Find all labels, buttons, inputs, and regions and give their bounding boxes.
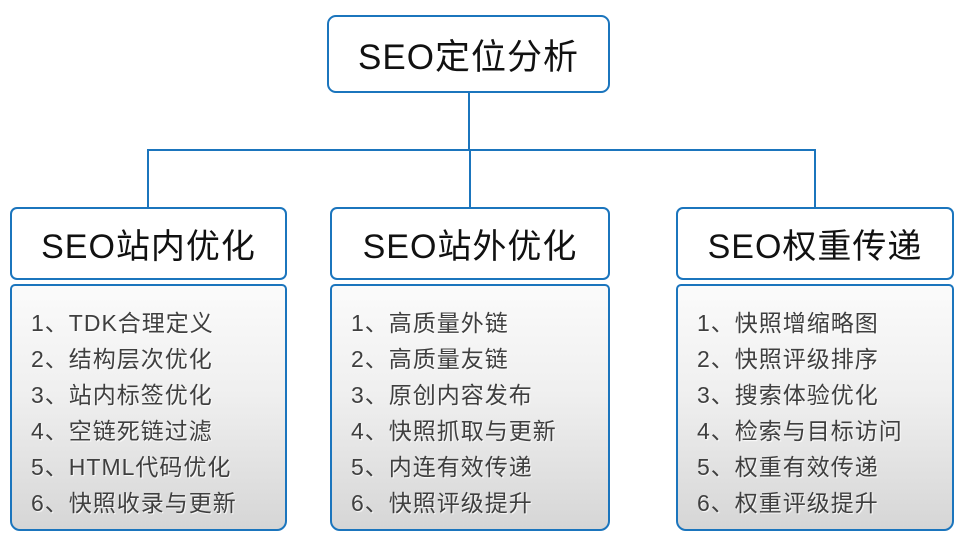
column-body: 1、TDK合理定义 2、结构层次优化 3、站内标签优化 4、空链死链过滤 5、H…: [10, 284, 287, 531]
connector-drop-right: [814, 149, 816, 209]
list-item: 1、TDK合理定义: [31, 310, 214, 336]
list-item: 4、检索与目标访问: [697, 418, 903, 444]
list-item: 6、快照评级提升: [351, 490, 533, 516]
column-weight-transfer: SEO权重传递 1、快照增缩略图 2、快照评级排序 3、搜索体验优化 4、检索与…: [676, 207, 954, 531]
list-item: 3、搜索体验优化: [697, 382, 879, 408]
connector-drop-center: [469, 149, 471, 209]
connector-horizontal-rail: [147, 149, 816, 151]
column-body: 1、快照增缩略图 2、快照评级排序 3、搜索体验优化 4、检索与目标访问 5、权…: [676, 284, 954, 531]
list-item: 5、HTML代码优化: [31, 454, 232, 480]
root-box: SEO定位分析: [327, 15, 610, 93]
list-item: 2、高质量友链: [351, 346, 509, 372]
column-body: 1、高质量外链 2、高质量友链 3、原创内容发布 4、快照抓取与更新 5、内连有…: [330, 284, 610, 531]
column-title: SEO站内优化: [41, 228, 256, 266]
list-item: 3、站内标签优化: [31, 382, 213, 408]
list-item: 6、快照收录与更新: [31, 490, 237, 516]
list-item: 1、高质量外链: [351, 310, 509, 336]
list-item: 2、结构层次优化: [31, 346, 213, 372]
column-title: SEO权重传递: [707, 228, 923, 266]
root-box-label: SEO定位分析: [358, 37, 579, 77]
column-header: SEO权重传递: [676, 207, 954, 280]
list-item: 5、内连有效传递: [351, 454, 533, 480]
list-item: 5、权重有效传递: [697, 454, 879, 480]
column-onsite-optimization: SEO站内优化 1、TDK合理定义 2、结构层次优化 3、站内标签优化 4、空链…: [10, 207, 287, 531]
column-header: SEO站内优化: [10, 207, 287, 280]
column-offsite-optimization: SEO站外优化 1、高质量外链 2、高质量友链 3、原创内容发布 4、快照抓取与…: [330, 207, 610, 531]
connector-drop-left: [147, 149, 149, 209]
connector-root-stem: [468, 92, 470, 151]
list-item: 6、权重评级提升: [697, 490, 879, 516]
list-item: 1、快照增缩略图: [697, 310, 879, 336]
list-item: 4、空链死链过滤: [31, 418, 213, 444]
list-item: 3、原创内容发布: [351, 382, 533, 408]
list-item: 4、快照抓取与更新: [351, 418, 557, 444]
column-header: SEO站外优化: [330, 207, 610, 280]
list-item: 2、快照评级排序: [697, 346, 879, 372]
column-title: SEO站外优化: [362, 228, 578, 266]
